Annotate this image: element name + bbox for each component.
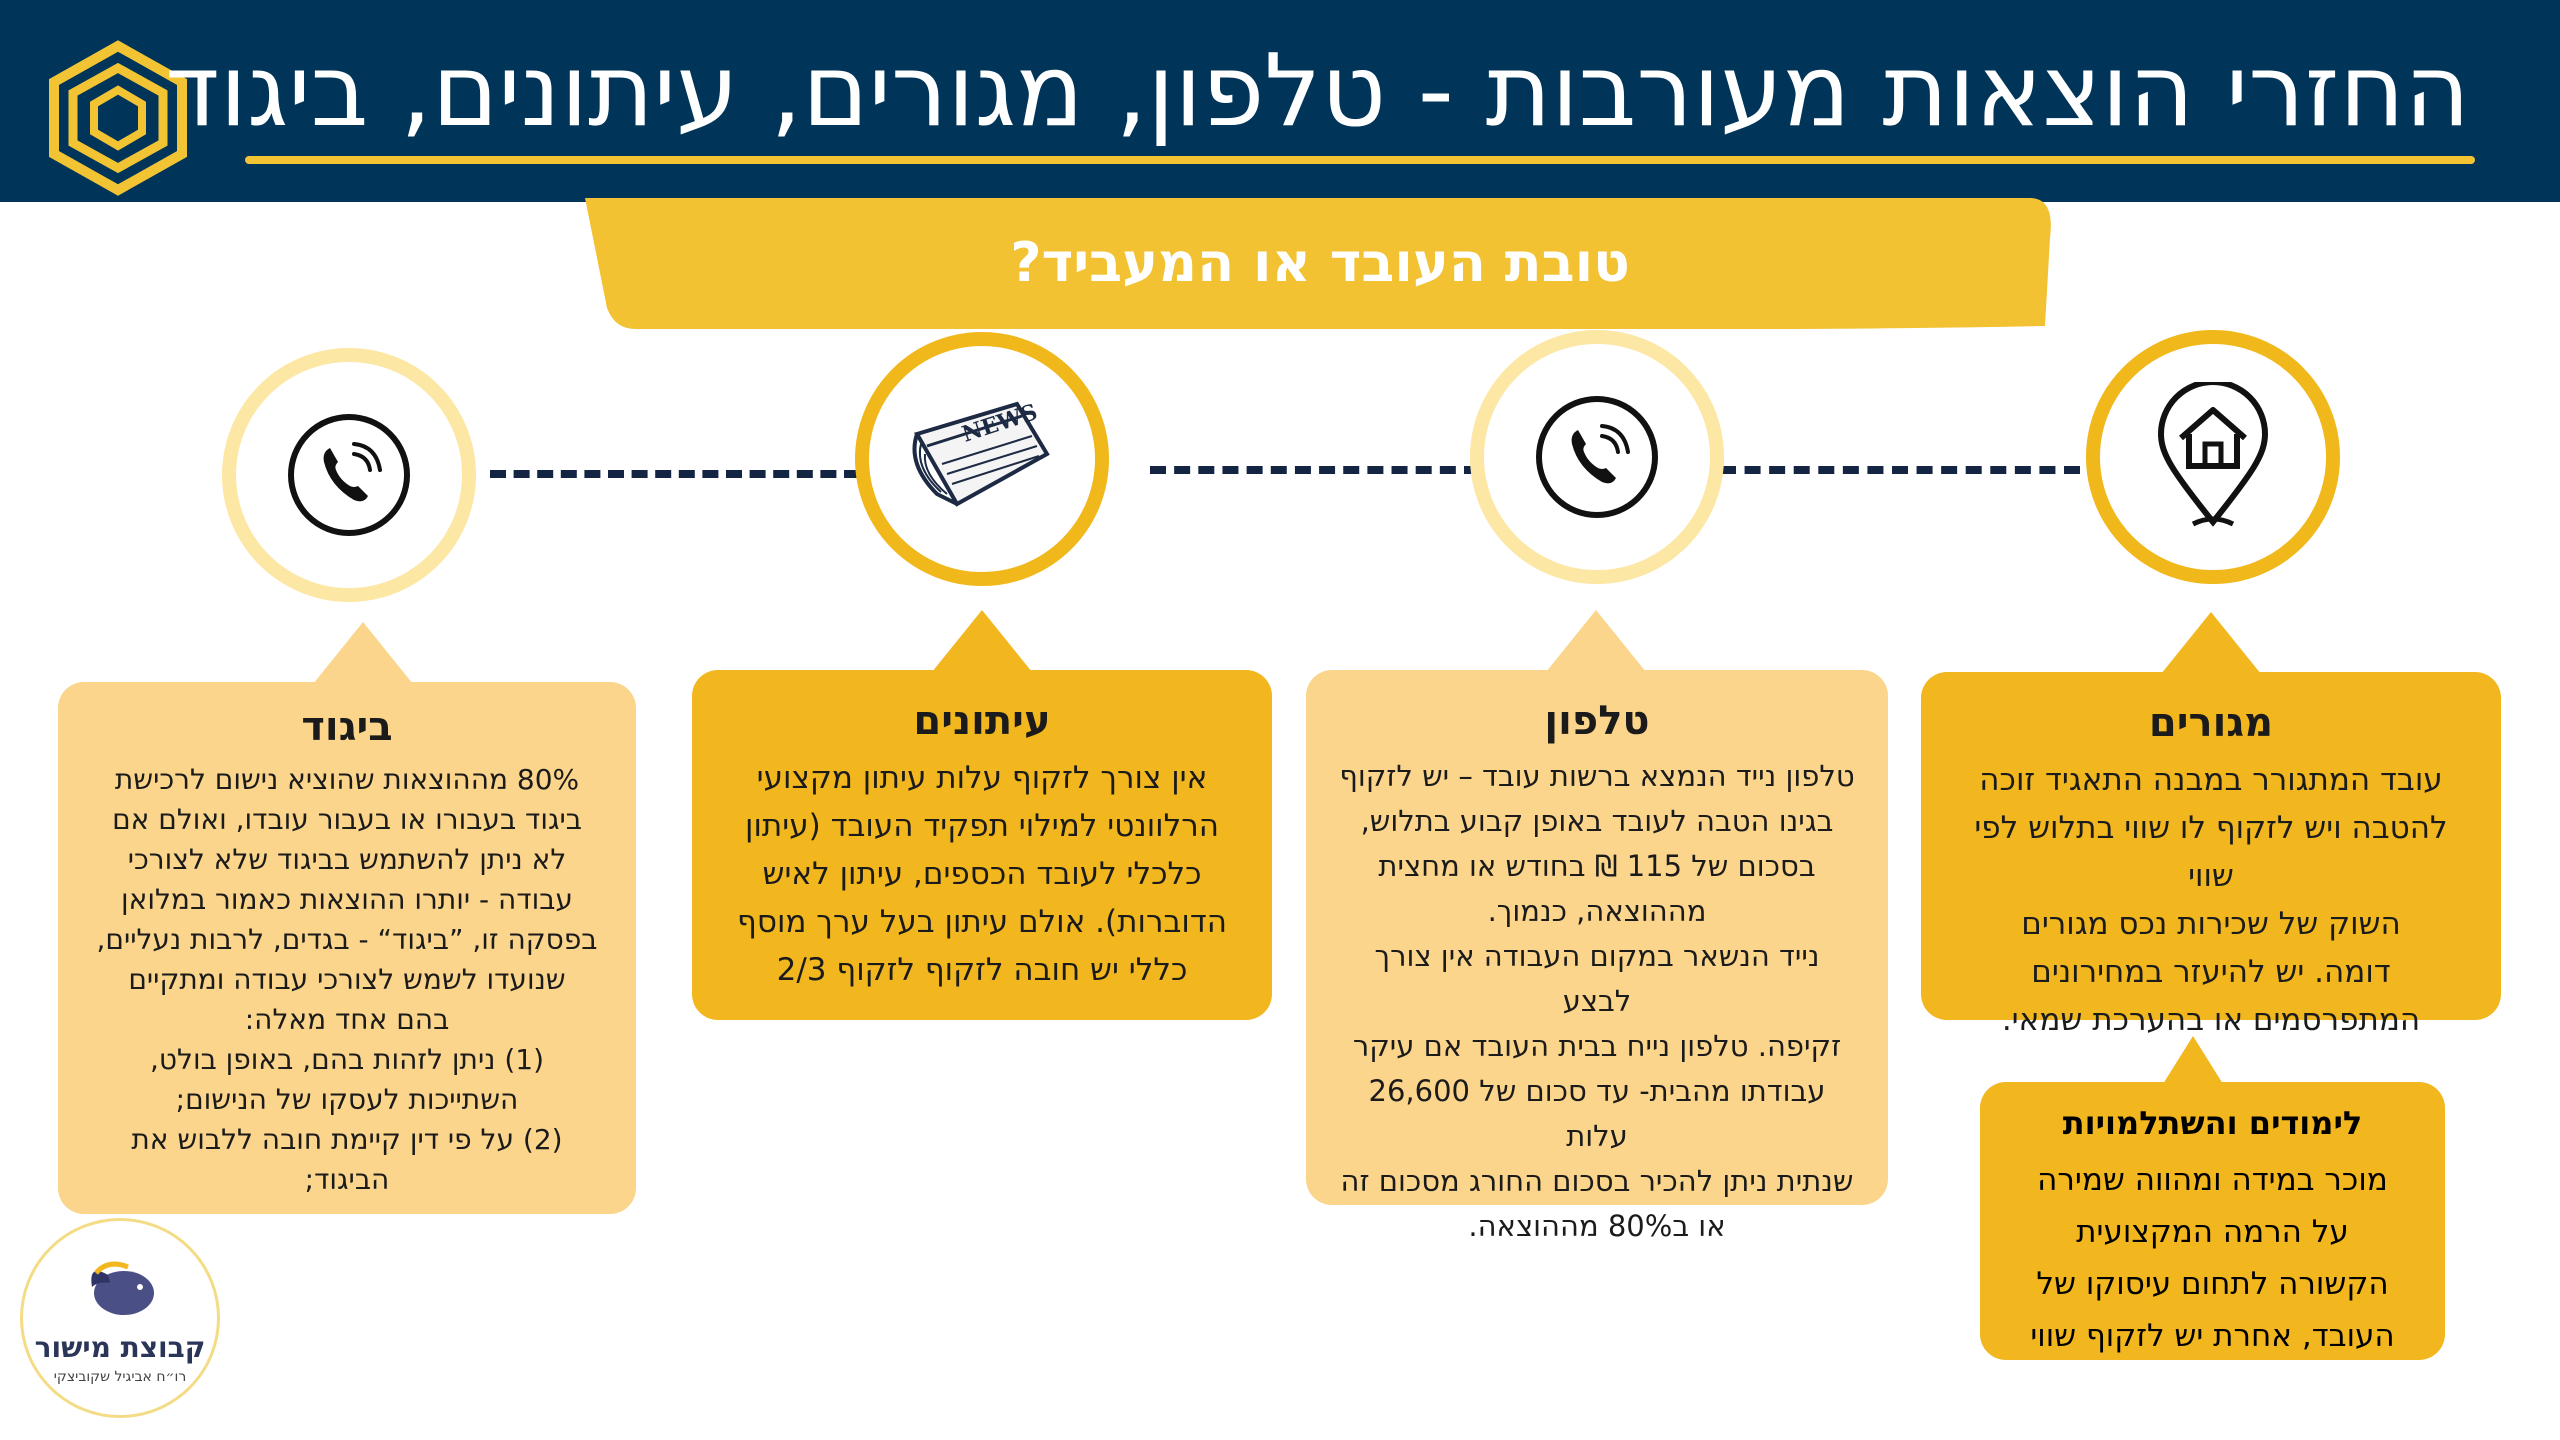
house-location-icon	[2157, 382, 2269, 527]
card-pointer	[2161, 612, 2261, 674]
page-title: החזרי הוצאות מעורבות - טלפון, מגורים, עי…	[165, 32, 2470, 149]
card-body: מוכר במידה ומהווה שמירה על הרמה המקצועית…	[2030, 1162, 2395, 1354]
hexagon-logo-icon	[49, 40, 187, 196]
phone-icon	[1536, 396, 1658, 518]
phone-icon	[288, 414, 410, 536]
subtitle-banner-shape	[585, 198, 2051, 329]
timeline-connector	[1150, 466, 1480, 474]
card-title: לימודים והשתלמויות	[2062, 1104, 2363, 1142]
brand-logo: קבוצת מישור רו״ח אביגיל שקוביצקי	[20, 1218, 220, 1418]
timeline-connector	[490, 470, 860, 478]
clothing-icon-circle	[222, 348, 476, 602]
card-body: 80% מההוצאות שהוציא נישום לרכישת ביגוד ב…	[96, 763, 598, 1196]
card-body: טלפון נייד הנמצא ברשות עובד – יש לזקוף ב…	[1339, 759, 1855, 1243]
card-pointer	[313, 622, 413, 684]
title-underline	[245, 156, 2475, 164]
card-clothing: ביגוד 80% מההוצאות שהוציא נישום לרכישת ב…	[58, 622, 636, 1214]
brand-name: קבוצת מישור	[34, 1331, 206, 1364]
phone-icon-circle	[1470, 330, 1724, 584]
card-studies: לימודים והשתלמויות מוכר במידה ומהווה שמי…	[1980, 1036, 2445, 1360]
card-pointer	[2163, 1036, 2223, 1084]
subtitle-banner: טובת העובד או המעביד?	[585, 198, 2055, 333]
header-banner: החזרי הוצאות מעורבות - טלפון, מגורים, עי…	[0, 0, 2560, 202]
timeline-connector	[1720, 466, 2080, 474]
card-pointer	[932, 610, 1032, 672]
newspaper-icon-circle: NEWS	[855, 332, 1109, 586]
card-housing: מגורים עובד המתגורר במבנה התאגיד זוכה לה…	[1921, 612, 2501, 1038]
card-title: מגורים	[2148, 700, 2274, 746]
card-body: אין צורך לזקוף עלות עיתון מקצועי הרלוונט…	[737, 760, 1227, 988]
subtitle-text: טובת העובד או המעביד?	[1010, 231, 1630, 294]
card-title: עיתונים	[913, 698, 1051, 744]
card-newspapers: עיתונים אין צורך לזקוף עלות עיתון מקצועי…	[692, 610, 1272, 1020]
brand-subtitle: רו״ח אביגיל שקוביצקי	[53, 1369, 187, 1385]
card-title: ביגוד	[301, 704, 393, 750]
card-body: עובד המתגורר במבנה התאגיד זוכה להטבה ויש…	[1974, 762, 2448, 1038]
newspaper-icon: NEWS	[912, 399, 1050, 507]
card-pointer	[1546, 610, 1646, 672]
card-phone: טלפון טלפון נייד הנמצא ברשות עובד – יש ל…	[1306, 610, 1888, 1243]
housing-icon-circle	[2086, 330, 2340, 584]
bird-logo-icon	[91, 1261, 154, 1315]
card-title: טלפון	[1544, 698, 1650, 744]
